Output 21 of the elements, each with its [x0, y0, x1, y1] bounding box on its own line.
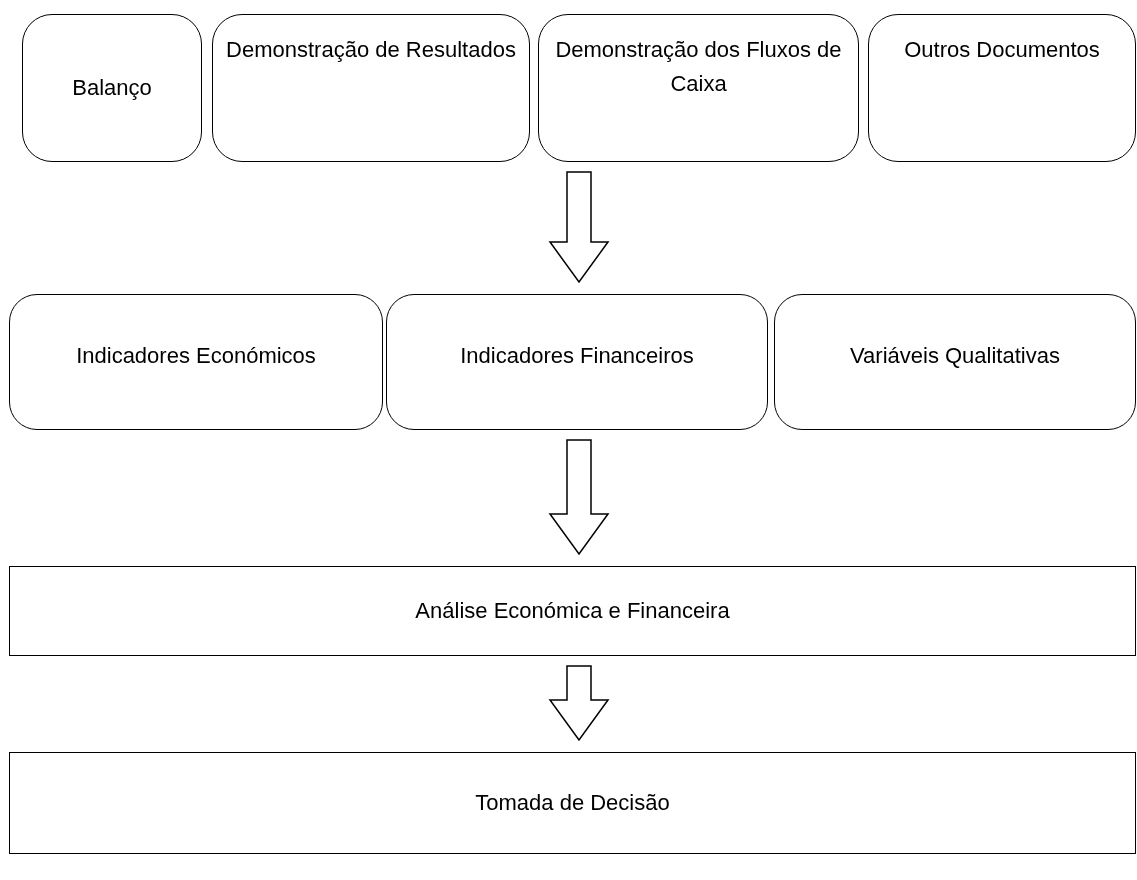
box-label: Indicadores Financeiros [460, 342, 694, 370]
box-label: Tomada de Decisão [475, 789, 670, 817]
rounded-box [538, 14, 859, 162]
block-arrow [548, 665, 610, 742]
box-label: Outros Documentos [904, 36, 1100, 64]
box-label: Balanço [72, 74, 152, 102]
block-arrow [548, 439, 610, 556]
process-box [9, 752, 1136, 854]
rounded-box [868, 14, 1136, 162]
rounded-box [386, 294, 768, 430]
box-label: Demonstração dos Fluxos de Caixa [554, 36, 843, 98]
box-label: Demonstração de Resultados [226, 36, 516, 64]
box-label: Análise Económica e Financeira [415, 597, 730, 625]
rounded-box [22, 14, 202, 162]
box-label: Variáveis Qualitativas [850, 342, 1060, 370]
process-box [9, 566, 1136, 656]
block-arrow [548, 171, 610, 284]
rounded-box [9, 294, 383, 430]
rounded-box [212, 14, 530, 162]
box-label: Indicadores Económicos [76, 342, 316, 370]
rounded-box [774, 294, 1136, 430]
